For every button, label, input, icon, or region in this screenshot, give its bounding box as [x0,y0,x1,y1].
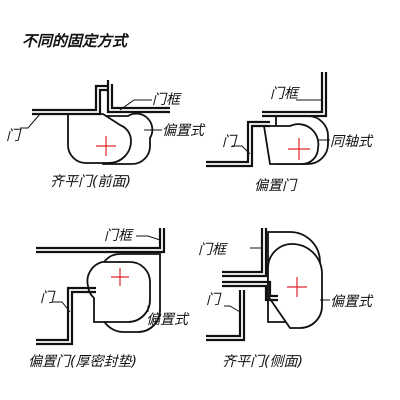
door-frame [36,228,162,250]
door-panel [206,290,246,342]
door-panel [206,124,270,168]
panel-caption: 偏置门 [254,178,298,194]
hinge-type-label: 偏置式 [146,312,190,328]
door-label: 门 [40,290,56,306]
hinge-body [267,231,323,329]
panel-flush-door-side: 门框 门 偏置式 齐平门(侧面) [198,228,374,370]
door-frame [110,84,170,110]
leader-line [136,235,161,241]
leader-line [224,305,241,313]
door-frame [106,80,170,114]
leader-line [20,113,41,129]
door-frame [262,72,328,118]
frame-label: 门框 [270,86,300,102]
door-panel [206,290,242,338]
hinge-body [86,253,161,333]
diagram-title: 不同的固定方式 [22,32,130,50]
door-panel [36,290,96,346]
door-panel [32,88,108,116]
panel-caption: 偏置门(厚密封垫) [28,354,137,370]
door-panel [206,120,270,164]
door-panel [36,286,96,342]
door-panel [222,284,278,302]
hinge-body [262,115,329,165]
frame-label: 门框 [104,228,134,244]
door-frame [262,72,324,114]
door-label: 门 [206,292,222,308]
panel-caption: 齐平门(前面) [50,174,131,190]
panel-offset-door-coaxial: 门框 门 同轴式 偏置门 [206,72,374,194]
frame-label: 门框 [198,242,228,258]
door-panel [32,84,108,112]
panel-flush-door-front: 门框 门 偏置式 齐平门(前面) [6,80,206,190]
leader-line [232,145,251,155]
door-frame [36,228,166,254]
panel-caption: 齐平门(侧面) [222,354,303,370]
frame-label: 门框 [152,92,182,108]
hinge-body [67,112,154,165]
door-frame [222,228,268,278]
hinge-type-label: 同轴式 [330,134,374,150]
door-frame [222,228,264,274]
door-label: 门 [6,128,22,144]
leader-line [119,99,152,111]
door-panel [222,280,278,298]
panel-offset-door-thick-gasket: 门框 门 偏置式 偏置门(厚密封垫) [28,228,190,370]
hinge-type-label: 偏置式 [330,294,374,310]
leader-line [52,301,71,313]
door-label: 门 [222,134,238,150]
hinge-type-label: 偏置式 [162,123,206,139]
